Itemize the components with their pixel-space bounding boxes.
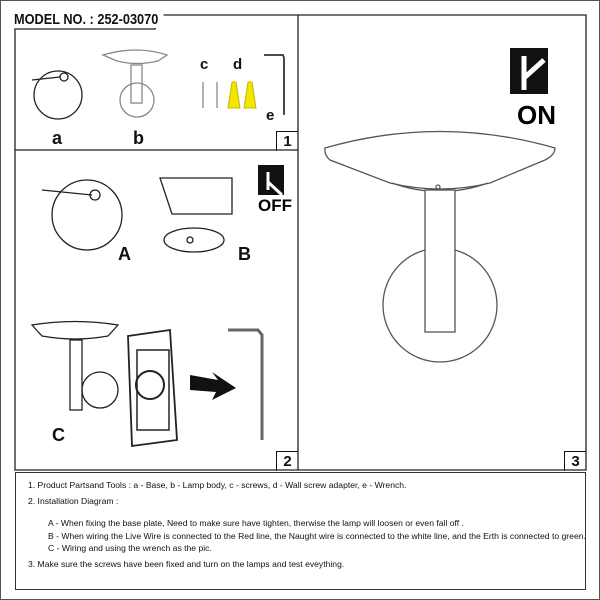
note-parts: 1. Product Partsand Tools : a - Base, b …: [28, 480, 407, 490]
note-step-b: B - When wiring the Live Wire is connect…: [48, 530, 586, 541]
model-number-title: MODEL NO. : 252-03070: [14, 11, 164, 28]
panel-number-2: 2: [276, 451, 298, 471]
label-B: B: [238, 244, 251, 264]
lamp-body: [101, 49, 169, 65]
panel-number-1: 1: [276, 131, 298, 151]
note-installation: 2. Installation Diagram :: [28, 495, 119, 506]
switch-off-label: OFF: [258, 196, 292, 215]
arrow-icon: [190, 372, 236, 400]
panel-number-3: 3: [564, 451, 586, 471]
instructions-box: 1. Product Partsand Tools : a - Base, b …: [15, 472, 586, 590]
switch-on-icon: [510, 48, 548, 94]
label-e: e: [266, 107, 275, 124]
frame: [14, 14, 587, 471]
base-plate: [33, 70, 83, 120]
label-d: d: [233, 56, 243, 73]
label-c: c: [200, 56, 209, 73]
switch-on-label: ON: [517, 100, 556, 130]
label-b: b: [133, 128, 144, 148]
note-test: 3. Make sure the screws have been fixed …: [28, 558, 345, 569]
note-step-c: C - Wiring and using the wrench as the p…: [48, 543, 212, 554]
label-A: A: [118, 244, 131, 264]
label-C: C: [52, 425, 65, 445]
switch-off-icon: [258, 165, 284, 197]
note-step-a: A - When fixing the base plate, Need to …: [48, 518, 464, 529]
label-a: a: [52, 128, 63, 148]
